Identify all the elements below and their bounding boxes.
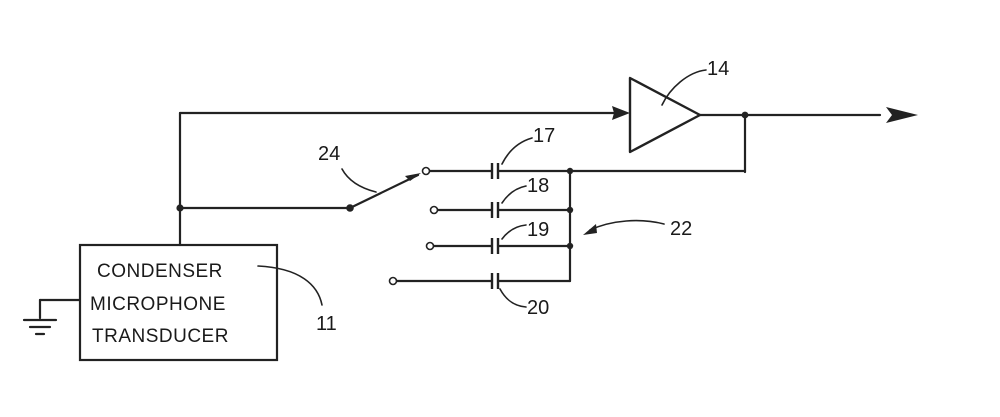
transducer-label-line-2: MICROPHONE	[90, 294, 226, 315]
ref-label-17: 17	[533, 125, 555, 147]
leader-line-18	[501, 185, 527, 204]
leader-line-17	[501, 137, 533, 165]
leader-line-14	[661, 69, 707, 106]
ground-symbol	[22, 298, 82, 336]
ref-label-18: 18	[527, 175, 549, 197]
transducer-box	[78, 243, 279, 362]
leader-line-20	[499, 288, 527, 308]
terminal-18	[429, 205, 439, 215]
junction-dot	[176, 204, 184, 212]
output-arrowhead	[886, 107, 918, 123]
ref-label-14: 14	[707, 58, 729, 80]
amplifier: 14	[628, 58, 918, 174]
amplifier-triangle	[628, 76, 702, 154]
transducer-label-line-1: CONDENSER	[97, 261, 223, 282]
condenser-microphone-transducer: CONDENSER MICROPHONE TRANSDUCER	[78, 243, 279, 362]
capacitor-bank-callout: 22	[583, 218, 692, 240]
leader-line-22	[589, 219, 665, 231]
ref-label-11: 11	[316, 313, 337, 335]
ref-label-24: 24	[318, 143, 340, 165]
leader-line-11	[257, 265, 323, 306]
ref-label-22: 22	[670, 218, 692, 240]
capacitor-bank	[395, 163, 747, 289]
terminal-17	[421, 166, 431, 176]
selector-switch: 24	[318, 143, 421, 212]
ref-label-20: 20	[527, 297, 549, 319]
arrowhead-22	[583, 224, 597, 235]
terminal-20	[388, 276, 398, 286]
terminal-19	[425, 241, 435, 251]
input-wiring	[176, 106, 630, 247]
leader-line-24	[341, 168, 377, 193]
input-arrowhead	[612, 106, 630, 120]
ref-label-19: 19	[527, 219, 549, 241]
leader-line-19	[501, 224, 527, 240]
transducer-label-line-3: TRANSDUCER	[92, 326, 229, 347]
